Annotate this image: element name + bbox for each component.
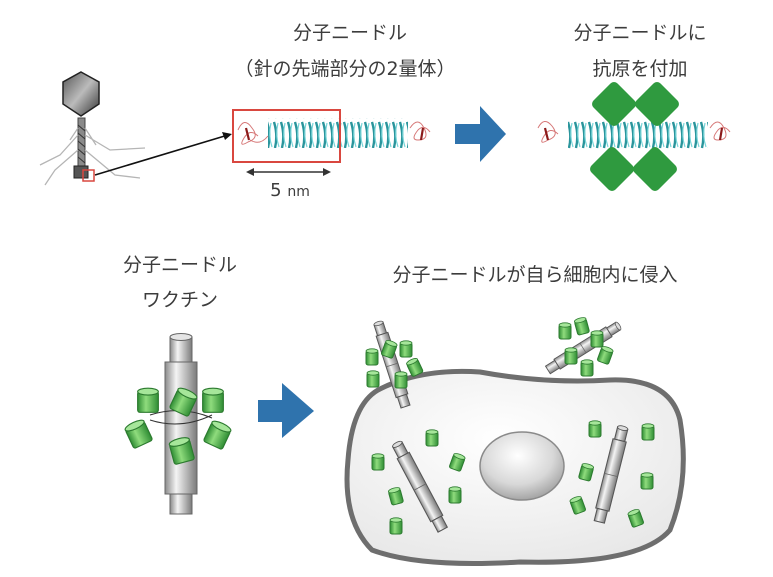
needle-title-line2: （針の先端部分の2量体） (234, 58, 456, 80)
penetrating-needle-right (544, 316, 624, 377)
arrow-right-icon (258, 383, 314, 438)
vaccine-title-line1: 分子ニードル (122, 254, 237, 276)
scale-bar (246, 168, 331, 176)
molecular-needle-icon (237, 118, 431, 148)
scale-unit: nm (287, 184, 310, 200)
antigen-title: 分子ニードルに (540, 20, 740, 46)
pointer-line (94, 134, 229, 176)
nucleus-icon (479, 431, 565, 501)
antigen-icon (590, 82, 679, 191)
dimer-highlight-box (232, 109, 341, 163)
arrow-right-icon (455, 106, 506, 162)
bacteriophage-icon (39, 71, 146, 186)
scale-value: 5 (270, 180, 282, 201)
vaccine-title: 分子ニードル (80, 252, 280, 278)
needle-subtitle: （針の先端部分の2量体） (200, 56, 490, 82)
needle-vaccine-icon (123, 333, 233, 515)
needle-title: 分子ニードル (250, 20, 450, 46)
scale-bar-label: 5 nm (245, 178, 335, 205)
antigen-title-line1: 分子ニードルに (573, 22, 707, 44)
pointer-arrowhead (222, 132, 232, 140)
vaccine-title-line2: ワクチン (141, 289, 218, 311)
cell-icon (344, 368, 686, 566)
vaccine-subtitle: ワクチン (80, 287, 280, 313)
invasion-title-text: 分子ニードルが自ら細胞内に侵入 (392, 264, 678, 286)
antigen-title-line2: 抗原を付加 (592, 58, 688, 80)
phage-tip-highlight (82, 169, 95, 182)
needle-title-line1: 分子ニードル (292, 22, 407, 44)
antigen-needle-icon (537, 120, 731, 150)
antigen-subtitle: 抗原を付加 (540, 56, 740, 82)
invasion-title: 分子ニードルが自ら細胞内に侵入 (335, 262, 735, 288)
